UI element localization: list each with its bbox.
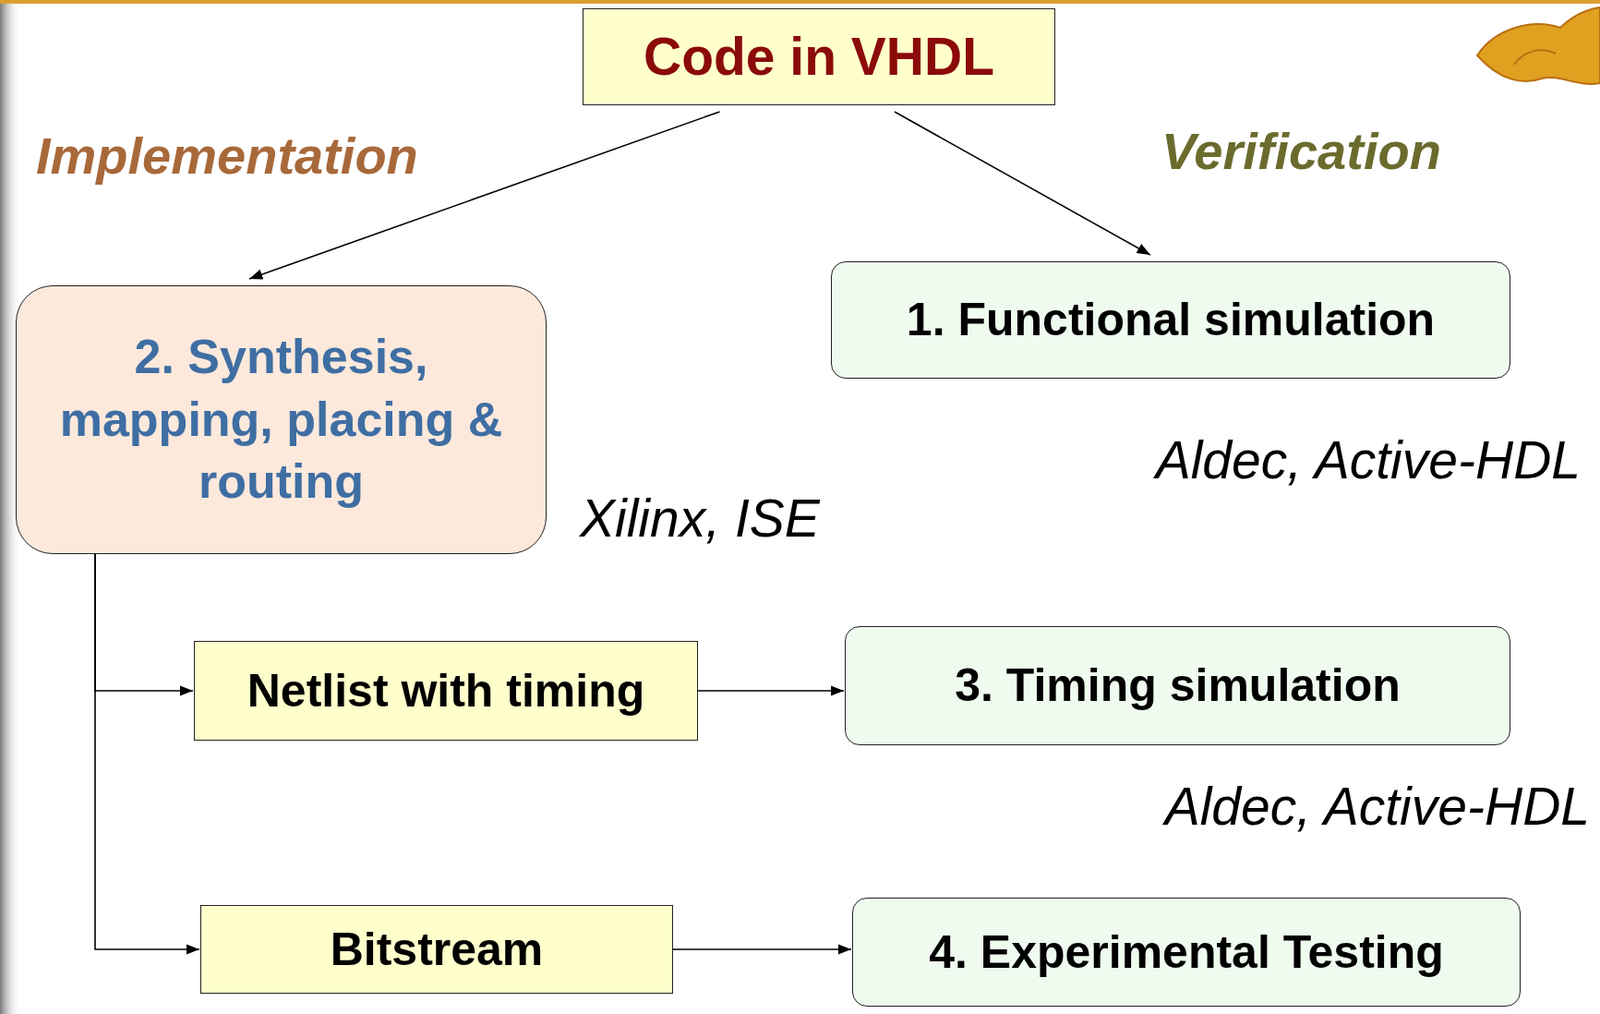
node-text: 4. Experimental Testing [928, 922, 1444, 983]
tool-name: Aldec, Active-HDL [1155, 429, 1581, 491]
node-text: Bitstream [330, 919, 544, 980]
dragon-emblem [1477, 7, 1600, 85]
verification-box: 1. Functional simulation [830, 261, 1511, 379]
verification-box: 4. Experimental Testing [852, 897, 1521, 1007]
branch-heading: Implementation [36, 125, 419, 186]
process-box: 2. Synthesis, mapping, placing & routing [15, 285, 547, 554]
tool-name: Xilinx, ISE [579, 487, 820, 549]
verification-box: 3. Timing simulation [844, 625, 1511, 746]
flow-arrow [673, 948, 852, 951]
node-text: Code in VHDL [643, 22, 995, 91]
branch-heading: Verification [1161, 120, 1442, 181]
tool-name: Aldec, Active-HDL [1165, 775, 1590, 837]
flow-arrow [95, 553, 200, 950]
node-text: 3. Timing simulation [954, 655, 1400, 716]
output-box: Bitstream [200, 904, 674, 994]
output-box: Netlist with timing [193, 640, 698, 741]
top-rule [0, 0, 1600, 4]
flow-arrow [697, 689, 844, 692]
node-text: 1. Functional simulation [906, 289, 1435, 350]
node-text: 2. Synthesis, mapping, placing & routing [29, 325, 533, 514]
flow-arrow [95, 553, 193, 691]
node-text: Netlist with timing [247, 661, 646, 722]
source-box: Code in VHDL [582, 8, 1056, 106]
flow-arrow [894, 111, 1151, 255]
